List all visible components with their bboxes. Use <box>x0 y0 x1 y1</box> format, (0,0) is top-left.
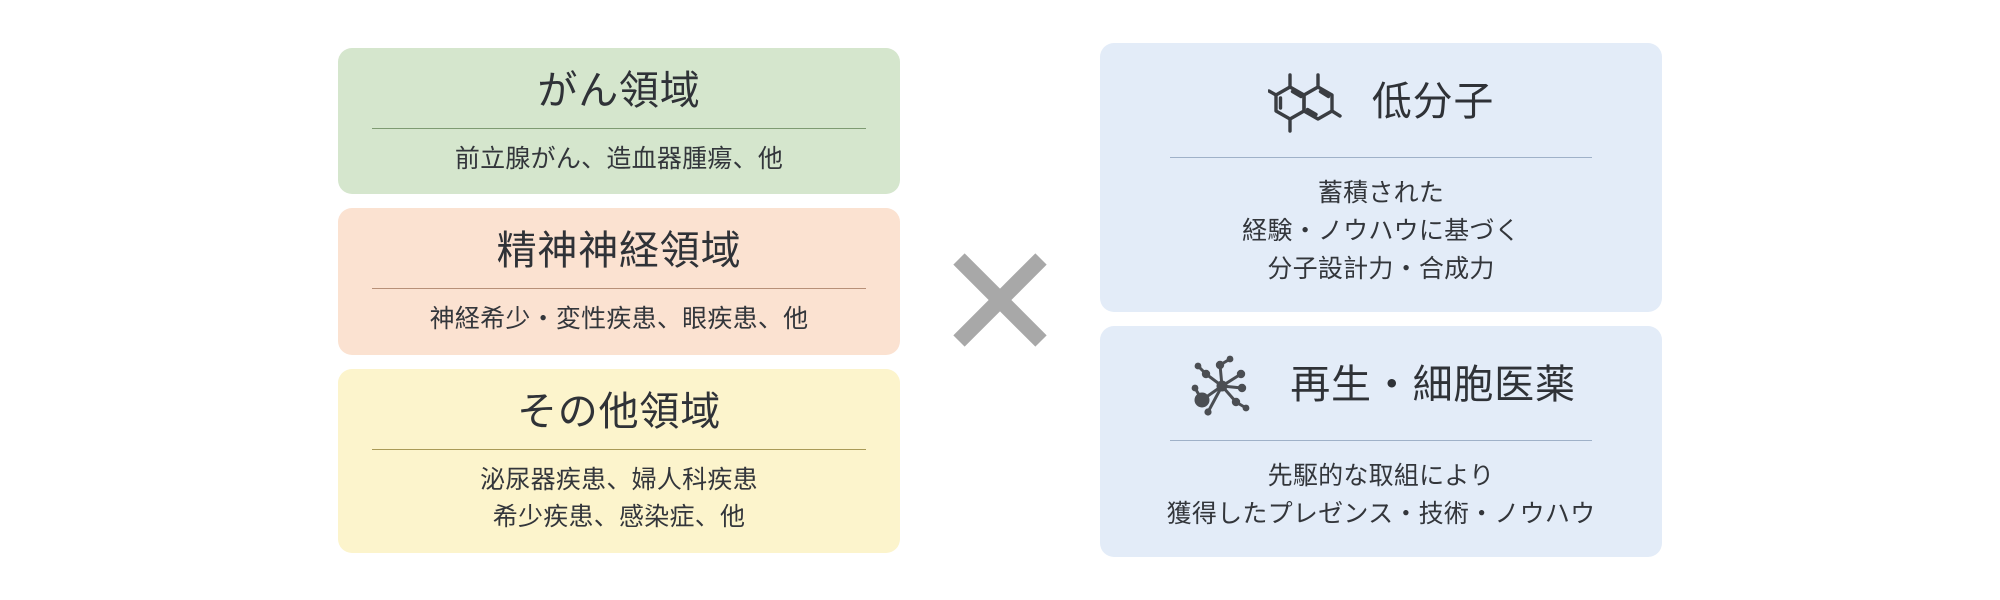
modality-title: 再生・細胞医薬 <box>1290 363 1576 407</box>
therapeutic-areas-column: がん領域 前立腺がん、造血器腫瘍、他 精神神経領域 神経希少・変性疾患、眼疾患、… <box>338 47 900 553</box>
modality-subtitle-line: 蓄積された <box>1317 179 1445 207</box>
molecule-icon <box>1267 65 1342 139</box>
modalities-column: 低分子 蓄積された 経験・ノウハウに基づく 分子設計力・合成力 <box>1100 43 1662 557</box>
cell-network-icon <box>1186 348 1260 422</box>
modality-header: 低分子 <box>1130 65 1632 139</box>
area-subtitle-line: 希少疾患、感染症、他 <box>492 503 746 531</box>
modality-card-small-molecule[interactable]: 低分子 蓄積された 経験・ノウハウに基づく 分子設計力・合成力 <box>1100 43 1662 312</box>
modality-title: 低分子 <box>1371 80 1495 124</box>
area-subtitle-line: 泌尿器疾患、婦人科疾患 <box>480 465 758 494</box>
modality-subtitle-line: 獲得したプレゼンス・技術・ノウハウ <box>1166 500 1596 528</box>
divider-rule <box>372 127 866 129</box>
divider-rule <box>372 288 866 289</box>
area-card-neuropsychiatry[interactable]: 精神神経領域 神経希少・変性疾患、眼疾患、他 <box>338 208 900 355</box>
modality-subtitle-line: 先駆的な取組により <box>1267 462 1495 490</box>
area-card-oncology[interactable]: がん領域 前立腺がん、造血器腫瘍、他 <box>338 47 900 194</box>
divider-rule <box>1170 440 1592 441</box>
modality-subtitle-line: 分子設計力・合成力 <box>1267 255 1495 283</box>
area-title: 精神神経領域 <box>496 229 742 273</box>
multiply-icon <box>953 253 1047 347</box>
diagram-columns: がん領域 前立腺がん、造血器腫瘍、他 精神神経領域 神経希少・変性疾患、眼疾患、… <box>338 43 1662 557</box>
area-card-other-areas[interactable]: その他領域 泌尿器疾患、婦人科疾患 希少疾患、感染症、他 <box>338 368 900 553</box>
modality-subtitle-line: 経験・ノウハウに基づく <box>1242 217 1520 245</box>
operator-container <box>900 248 1100 352</box>
divider-rule <box>1170 157 1592 158</box>
area-subtitle-line: 神経希少・変性疾患、眼疾患、他 <box>429 305 809 333</box>
modality-card-regenerative-cell-medicine[interactable]: 再生・細胞医薬 先駆的な取組により 獲得したプレゼンス・技術・ノウハウ <box>1100 326 1662 557</box>
area-title: その他領域 <box>517 389 721 434</box>
area-title: がん領域 <box>537 68 701 113</box>
modality-header: 再生・細胞医薬 <box>1130 348 1632 422</box>
area-subtitle-line: 前立腺がん、造血器腫瘍、他 <box>454 144 784 173</box>
divider-rule <box>372 448 866 450</box>
